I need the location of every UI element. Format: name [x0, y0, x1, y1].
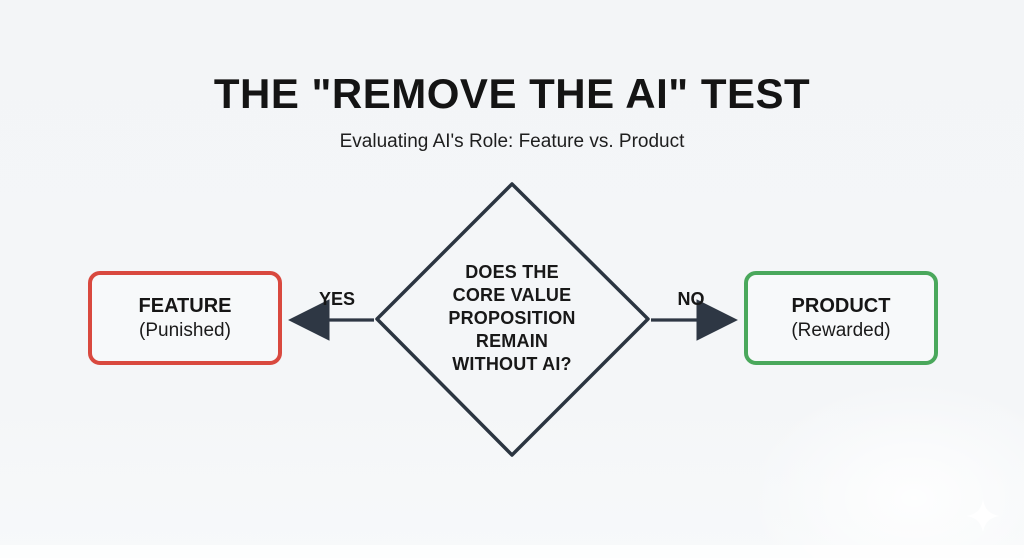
no-branch-label: NO [677, 289, 705, 309]
page-subtitle: Evaluating AI's Role: Feature vs. Produc… [339, 131, 685, 152]
product-outcome-subtitle: (Rewarded) [791, 320, 891, 341]
yes-branch-label: YES [318, 289, 356, 309]
bottom-highlight-band [0, 545, 1024, 558]
decision-diamond-label: DOES THE CORE VALUE PROPOSITION REMAIN W… [448, 262, 576, 374]
decision-diamond-shape [375, 182, 650, 457]
feature-outcome-title: FEATURE [138, 295, 232, 317]
sparkle-icon [966, 499, 1000, 533]
page-title: THE "REMOVE THE AI" TEST [213, 70, 811, 117]
feature-outcome-box: FEATURE (Punished) [88, 271, 282, 365]
product-outcome-box: PRODUCT (Rewarded) [744, 271, 938, 365]
feature-outcome-subtitle: (Punished) [139, 320, 231, 341]
product-outcome-title: PRODUCT [791, 295, 891, 317]
